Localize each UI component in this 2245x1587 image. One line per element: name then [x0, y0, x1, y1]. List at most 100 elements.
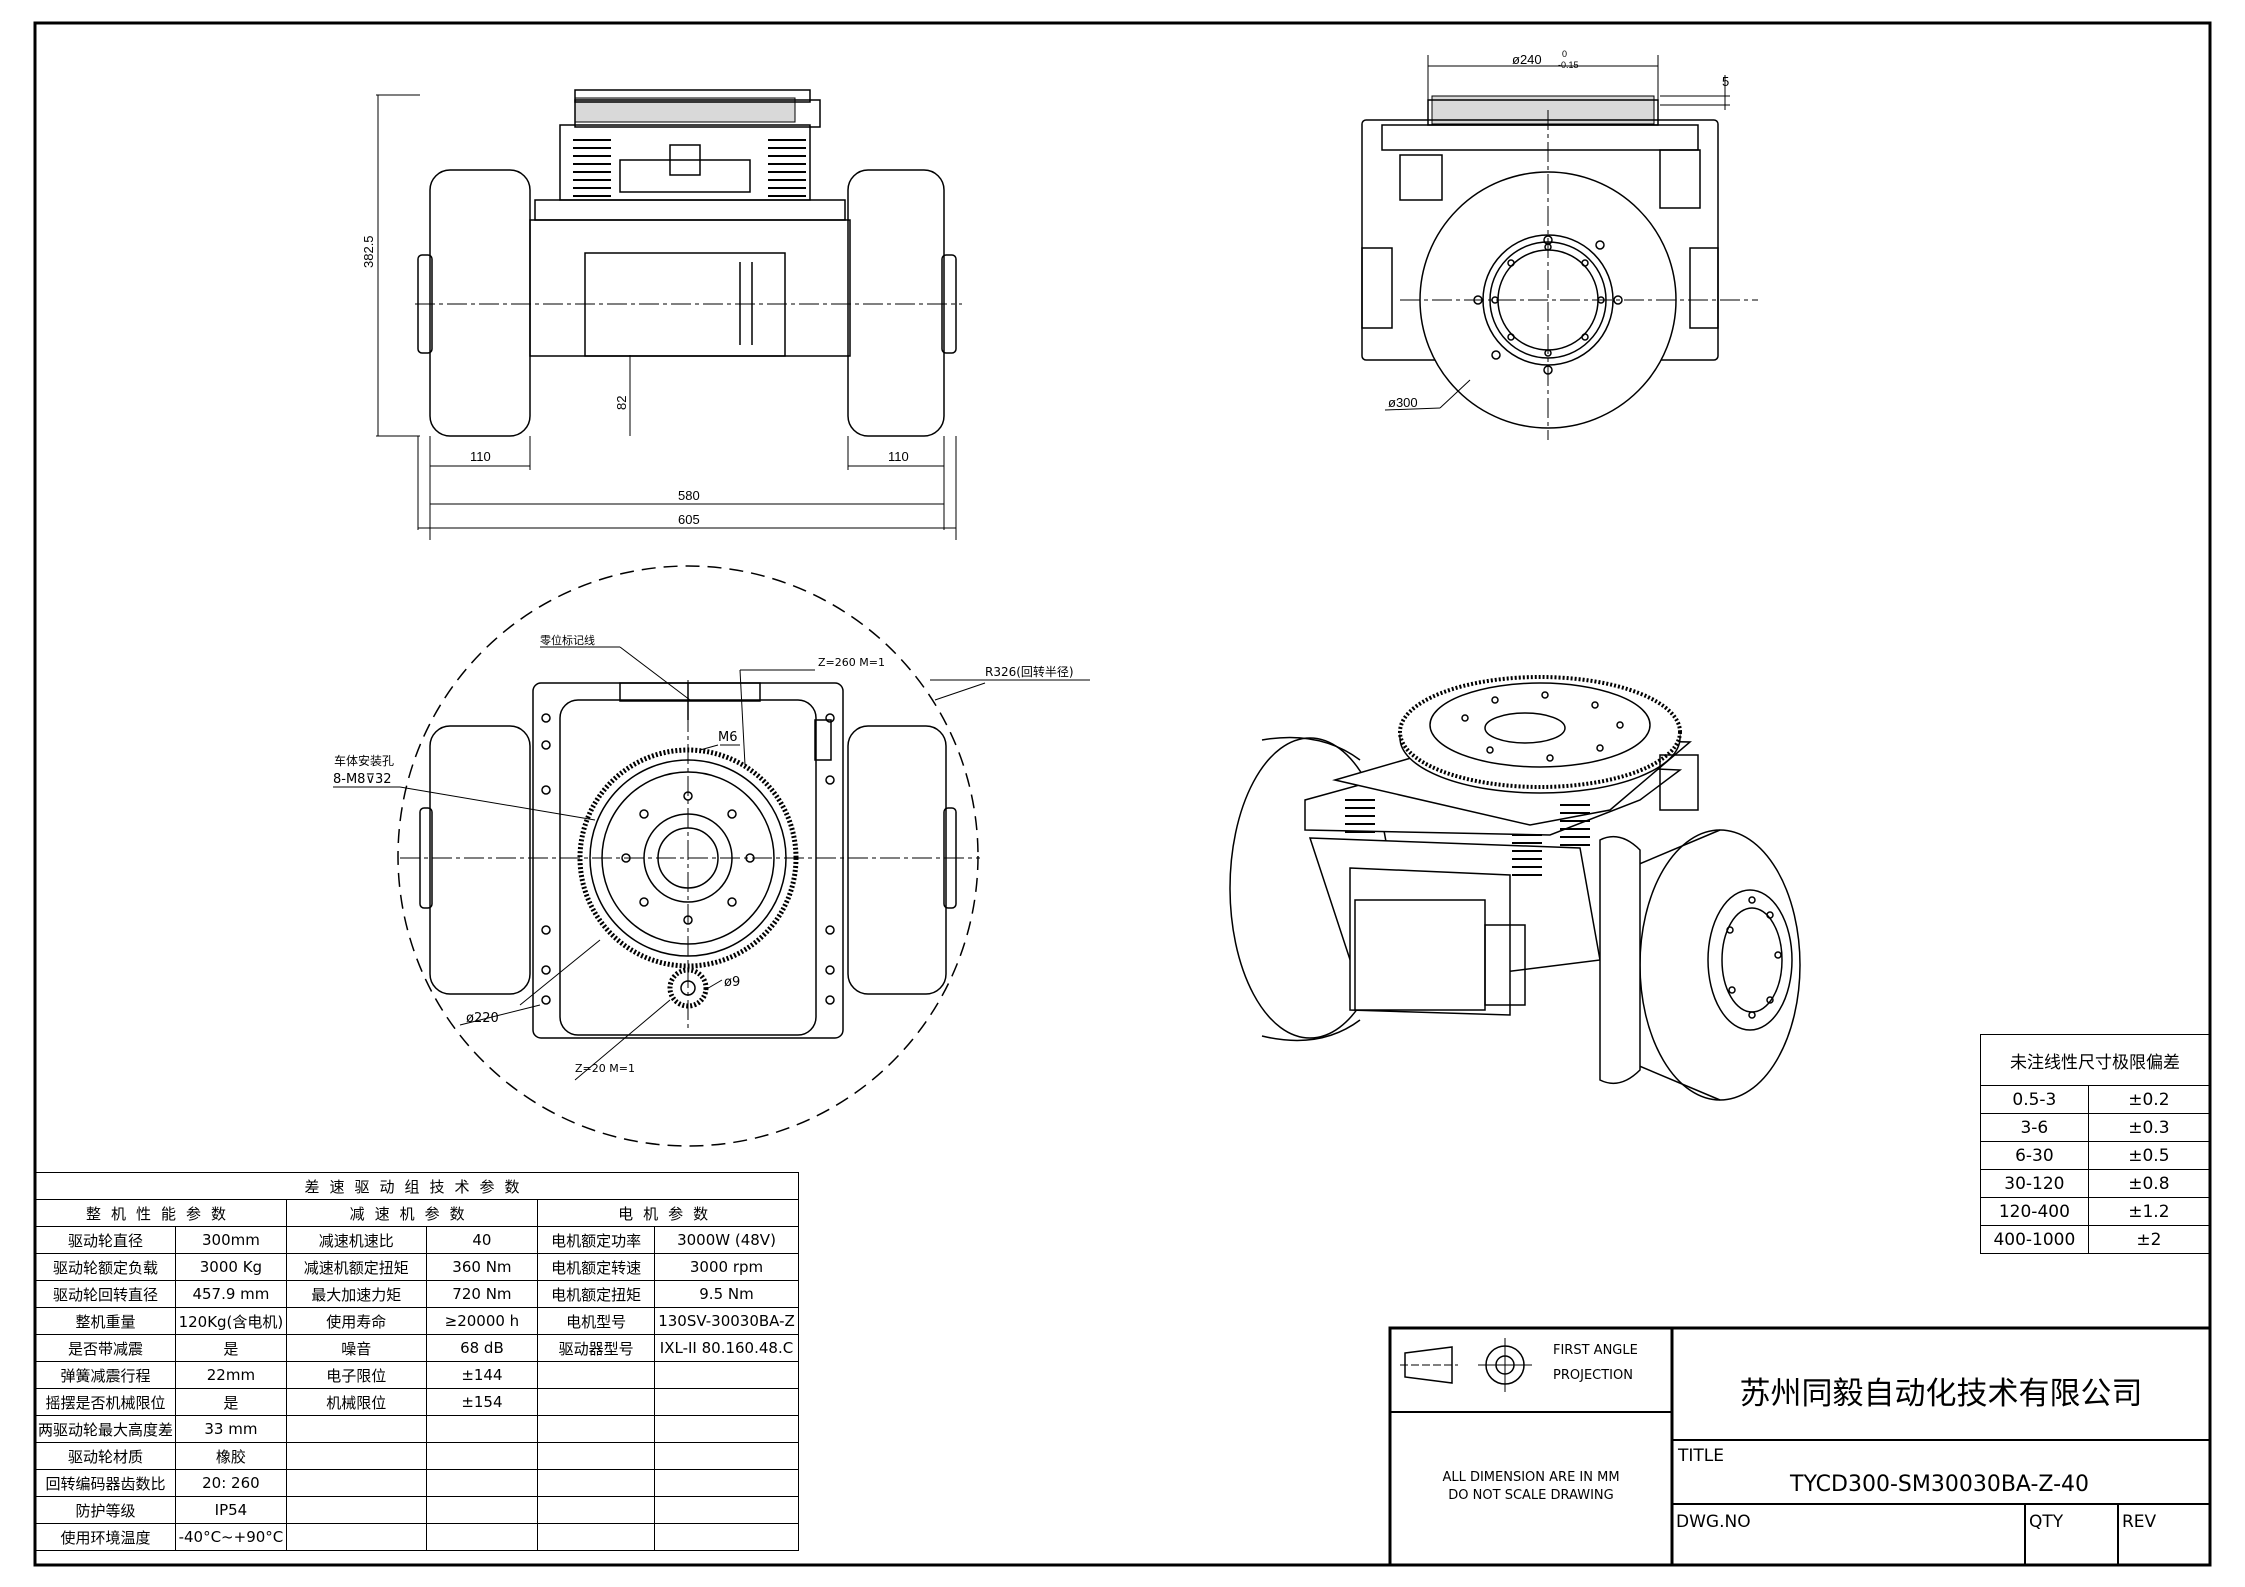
- spec-cell: 机械限位: [285, 1388, 427, 1416]
- label-mount-hole-spec: 8-M8⊽32: [333, 772, 392, 787]
- spec-cell: [654, 1469, 799, 1497]
- spec-cell: 电机额定转速: [537, 1253, 656, 1281]
- dwg-no-label: DWG.NO: [1676, 1512, 1751, 1532]
- spec-cell: 是: [174, 1334, 287, 1362]
- spec-cell: 130SV-30030BA-Z: [654, 1307, 799, 1335]
- spec-table-title: 差速驱动组技术参数: [35, 1172, 799, 1200]
- spec-col-head-motor: 电机参数: [537, 1199, 799, 1227]
- drawing-title: TYCD300-SM30030BA-Z-40: [1790, 1472, 2090, 1497]
- spec-cell: 回转编码器齿数比: [35, 1469, 176, 1497]
- top-plate-holes: [541, 713, 835, 1005]
- spec-cell: 3000W (48V): [654, 1226, 799, 1254]
- spec-cell: ≥20000 h: [425, 1307, 539, 1335]
- spec-cell: [425, 1442, 539, 1470]
- spring-left: [573, 139, 611, 197]
- spring-right: [768, 139, 806, 197]
- spec-cell: [654, 1388, 799, 1416]
- tolerance-value: ±2: [2087, 1225, 2211, 1254]
- spec-cell: [654, 1361, 799, 1389]
- spec-cell: 20: 260: [174, 1469, 287, 1497]
- spec-cell: [285, 1415, 427, 1443]
- note-line2: DO NOT SCALE DRAWING: [1448, 1488, 1614, 1503]
- label-thread: M6: [718, 730, 738, 745]
- tolerance-value: ±1.2: [2087, 1197, 2211, 1226]
- tolerance-range: 30-120: [1980, 1169, 2089, 1198]
- spec-cell: [537, 1496, 656, 1524]
- label-zero-mark: 零位标记线: [540, 633, 595, 647]
- spec-cell: 驱动轮回转直径: [35, 1280, 176, 1308]
- spec-cell: 橡胶: [174, 1442, 287, 1470]
- spec-cell: 减速机额定扭矩: [285, 1253, 427, 1281]
- label-swing-radius: R326(回转半径): [985, 664, 1074, 679]
- tolerance-range: 120-400: [1980, 1197, 2089, 1226]
- dim-wheel-left: 110: [470, 449, 491, 464]
- spec-cell: [537, 1361, 656, 1389]
- dim-track: 580: [678, 488, 700, 503]
- spec-cell: 驱动轮直径: [35, 1226, 176, 1254]
- side-view: ø240 0 -0.15 5 ø300: [1361, 49, 1758, 440]
- spec-cell: 是: [174, 1388, 287, 1416]
- dim-turntable-tol-upper: 0: [1562, 49, 1567, 59]
- spec-cell: 驱动轮材质: [35, 1442, 176, 1470]
- tolerance-row: 30-120±0.8: [1980, 1169, 2211, 1198]
- top-view: 零位标记线 Z=260 M=1 R326(回转半径) 车体安装孔 8-M8⊽32…: [333, 565, 1090, 1147]
- spec-cell: 3000 rpm: [654, 1253, 799, 1281]
- spec-col-head-reducer: 减速机参数: [285, 1199, 539, 1227]
- projection-label-line2: PROJECTION: [1553, 1368, 1633, 1383]
- spec-cell: [654, 1415, 799, 1443]
- spec-cell: [654, 1523, 799, 1551]
- dim-overall: 605: [678, 512, 700, 527]
- title-block-lines: [1388, 1326, 2212, 1567]
- company-name: 苏州同毅自动化技术有限公司: [1739, 1376, 2143, 1412]
- spec-row: 使用环境温度-40°C~+90°C: [35, 1523, 799, 1551]
- iso-springs: [1345, 799, 1590, 876]
- spec-cell: [425, 1415, 539, 1443]
- spec-cell: ±154: [425, 1388, 539, 1416]
- spec-cell: [537, 1388, 656, 1416]
- spec-cell: IXL-II 80.160.48.C: [654, 1334, 799, 1362]
- qty-label: QTY: [2029, 1512, 2064, 1532]
- spec-cell: [654, 1442, 799, 1470]
- tolerance-range: 0.5-3: [1980, 1085, 2089, 1114]
- swing-radius-circle: [397, 565, 979, 1147]
- spec-cell: 驱动器型号: [537, 1334, 656, 1362]
- spec-cell: 摇摆是否机械限位: [35, 1388, 176, 1416]
- spec-cell: 120Kg(含电机): [174, 1307, 287, 1335]
- spec-cell: [654, 1496, 799, 1524]
- tolerance-table-title: 未注线性尺寸极限偏差: [1980, 1034, 2210, 1086]
- note-line1: ALL DIMENSION ARE IN MM: [1442, 1470, 1620, 1485]
- spec-cell: 防护等级: [35, 1496, 176, 1524]
- spec-cell: 22mm: [174, 1361, 287, 1389]
- spec-cell: [285, 1496, 427, 1524]
- spec-cell: 电机型号: [537, 1307, 656, 1335]
- dim-offset: 5: [1722, 74, 1729, 89]
- spec-cell: [425, 1496, 539, 1524]
- tolerance-range: 400-1000: [1980, 1225, 2089, 1254]
- projection-cone-symbol: [1404, 1346, 1453, 1384]
- gear-teeth-front: [574, 97, 796, 123]
- spec-cell: 电机额定扭矩: [537, 1280, 656, 1308]
- spec-cell: 使用环境温度: [35, 1523, 176, 1551]
- spec-cell: 457.9 mm: [174, 1280, 287, 1308]
- label-bolt-circle: ø220: [466, 1011, 499, 1026]
- dim-side-wheel: ø300: [1388, 395, 1418, 410]
- spec-cell: 驱动轮额定负载: [35, 1253, 176, 1281]
- tolerance-row: 400-1000±2: [1980, 1225, 2211, 1254]
- spec-cell: 68 dB: [425, 1334, 539, 1362]
- tolerance-row: 120-400±1.2: [1980, 1197, 2211, 1226]
- spec-cell: [537, 1523, 656, 1551]
- spec-cell: [425, 1523, 539, 1551]
- spec-cell: 电机额定功率: [537, 1226, 656, 1254]
- spec-row: 驱动轮材质橡胶: [35, 1442, 799, 1470]
- label-pin: ø9: [724, 975, 740, 990]
- isometric-view: [1229, 675, 1801, 1101]
- spec-cell: 噪音: [285, 1334, 427, 1362]
- spec-cell: 两驱动轮最大高度差: [35, 1415, 176, 1443]
